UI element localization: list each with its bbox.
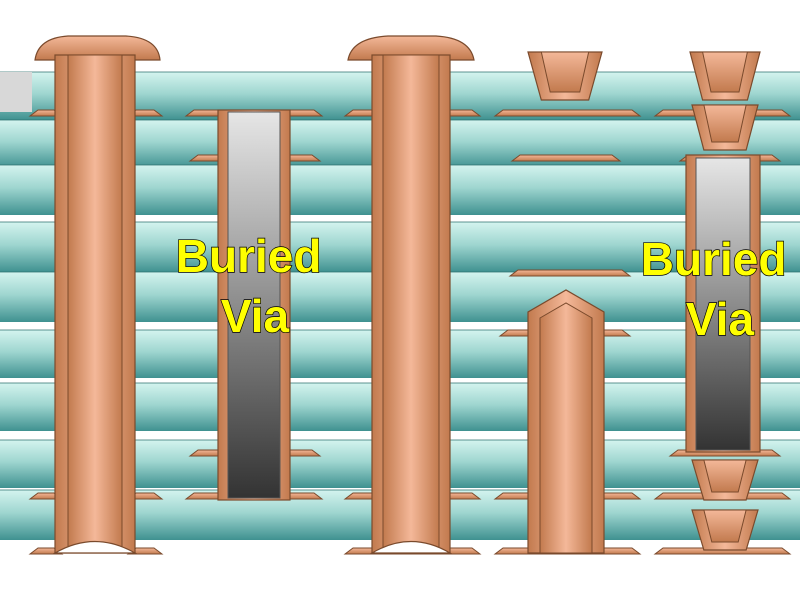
copper-pad [508, 269, 632, 277]
buried-via-icon [685, 154, 761, 453]
copper-pad [653, 547, 792, 555]
buried-via-label-2-line2: Via [686, 293, 755, 345]
microvia-inner [540, 51, 590, 93]
buried-via-label-1-line1: Buried [176, 230, 322, 282]
buried-via-label-1: Buried Via [176, 230, 334, 342]
buried-via-label-2: Buried Via [641, 233, 799, 345]
microvia-inner [703, 104, 747, 143]
copper-pad [28, 109, 64, 117]
microvia-inner [703, 509, 747, 543]
buried-via-label-2-line1: Buried [641, 233, 787, 285]
microvia-inner [701, 51, 749, 93]
laminate-edge [0, 72, 32, 112]
copper-pad [510, 154, 622, 162]
copper-pad [28, 547, 64, 555]
through-hole-via-icon [34, 35, 161, 554]
blind-via-icon [527, 289, 605, 554]
buried-via-label-1-line2: Via [221, 290, 290, 342]
buried-via-icon [217, 109, 291, 501]
through-hole-via-icon [347, 35, 475, 554]
microvias [527, 51, 761, 551]
copper-pad [28, 492, 64, 500]
microvia-inner [703, 459, 747, 493]
copper-pad [493, 109, 642, 117]
